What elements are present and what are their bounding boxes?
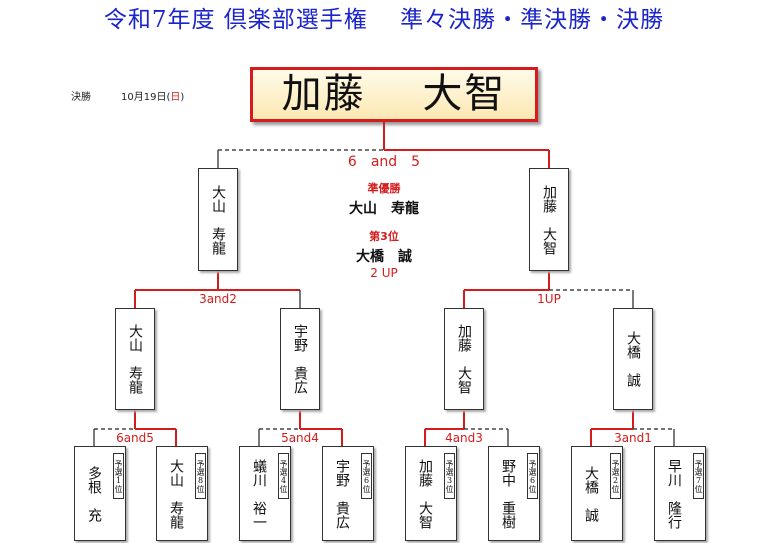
seed-badge: 予選7位 [693, 453, 704, 499]
semifinalist-4: 大橋 誠 [613, 308, 653, 410]
player-name: 大山 寿龍 [168, 458, 184, 529]
qf-player-3: 蟻川 裕一 予選4位 [239, 446, 291, 541]
results-summary: 準優勝 大山 寿龍 第3位 大橋 誠 2 UP [324, 180, 444, 280]
qf-player-2: 大山 寿龍 予選8位 [156, 446, 208, 541]
final-date: 10月19日(日) [121, 88, 184, 103]
qf-player-1: 多根 充 予選1位 [74, 446, 126, 541]
score-semi-left: 3and2 [199, 292, 237, 306]
player-name: 早川 隆行 [666, 458, 682, 529]
player-name: 加藤 大智 [456, 324, 472, 394]
player-name: 加藤 大智 [417, 458, 433, 529]
qf-player-5: 加藤 大智 予選3位 [405, 446, 457, 541]
qf-player-6: 野中 重樹 予選6位 [488, 446, 540, 541]
semifinalist-2: 宇野 貴広 [280, 308, 320, 410]
third-place-score: 2 UP [370, 266, 398, 280]
finalist-left: 大山 寿龍 [198, 168, 238, 271]
seed-badge: 予選6位 [527, 453, 538, 499]
seed-badge: 予選2位 [610, 453, 621, 499]
date-label: 10月19日( [121, 92, 171, 103]
player-name: 加藤 大智 [541, 184, 557, 255]
player-name: 宇野 貴広 [334, 458, 350, 529]
score-qf3: 4and3 [445, 431, 483, 445]
player-name: 多根 充 [86, 465, 102, 522]
score-final: 6 and 5 [347, 154, 421, 170]
player-name: 宇野 貴広 [292, 324, 308, 394]
qf-player-8: 早川 隆行 予選7位 [654, 446, 706, 541]
third-place-label: 第3位 [369, 230, 399, 243]
player-name: 大山 寿龍 [127, 324, 143, 394]
seed-badge: 予選1位 [113, 453, 124, 499]
player-name: 蟻川 裕一 [251, 458, 267, 529]
round-label: 決勝 [71, 92, 91, 103]
finalist-right: 加藤 大智 [529, 168, 569, 271]
qf-player-7: 大橋 誠 予選2位 [571, 446, 623, 541]
score-qf2: 5and4 [281, 431, 319, 445]
player-name: 大橋 誠 [625, 331, 641, 387]
champion-box: 加藤 大智 [250, 67, 538, 122]
runner-up-name: 大山 寿龍 [349, 201, 419, 217]
page-title: 令和7年度 倶楽部選手権 準々決勝・準決勝・決勝 [103, 7, 665, 33]
seed-badge: 予選8位 [195, 453, 206, 499]
semifinalist-3: 加藤 大智 [444, 308, 484, 410]
score-qf4: 3and1 [614, 431, 652, 445]
semifinalist-1: 大山 寿龍 [115, 308, 155, 410]
date-day: 日 [170, 92, 181, 103]
player-name: 大橋 誠 [583, 465, 599, 522]
score-qf1: 6and5 [116, 431, 154, 445]
seed-badge: 予選6位 [361, 453, 372, 499]
player-name: 野中 重樹 [500, 458, 516, 529]
third-place-name: 大橋 誠 [356, 249, 412, 265]
qf-player-4: 宇野 貴広 予選6位 [322, 446, 374, 541]
runner-up-label: 準優勝 [367, 182, 401, 195]
player-name: 大山 寿龍 [210, 184, 226, 255]
seed-badge: 予選4位 [278, 453, 289, 499]
date-close: ) [180, 92, 185, 103]
score-semi-right: 1UP [537, 292, 561, 306]
seed-badge: 予選3位 [444, 453, 455, 499]
